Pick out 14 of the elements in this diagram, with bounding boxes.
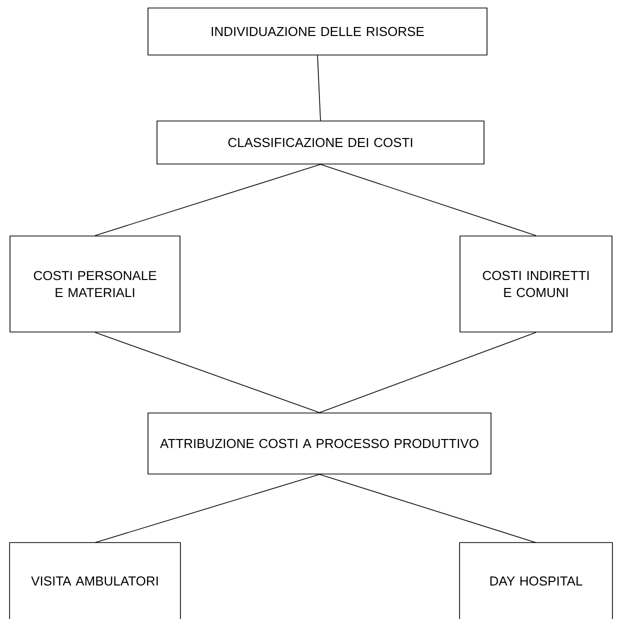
connector-line — [319, 332, 536, 413]
process-box: COSTI PERSONALE E MATERIALI — [10, 236, 180, 332]
process-box: ATTRIBUZIONE COSTI A PROCESSO PRODUTTIVO — [148, 412, 492, 474]
process-box: CLASSIFICAZIONE DEI COSTI — [156, 120, 484, 164]
process-box: COSTI INDIRETTI E COMUNI — [460, 236, 612, 332]
process-box: INDIVIDUAZIONE DELLE RISORSE — [148, 8, 488, 56]
connector-line — [94, 332, 320, 413]
connector-line — [317, 55, 321, 121]
connector-line — [94, 474, 320, 543]
connector-line — [94, 164, 321, 236]
process-box: DAY HOSPITAL — [459, 542, 613, 619]
process-box: VISITA AMBULATORI — [9, 542, 181, 619]
connector-line — [320, 164, 536, 236]
connector-line — [319, 474, 536, 543]
